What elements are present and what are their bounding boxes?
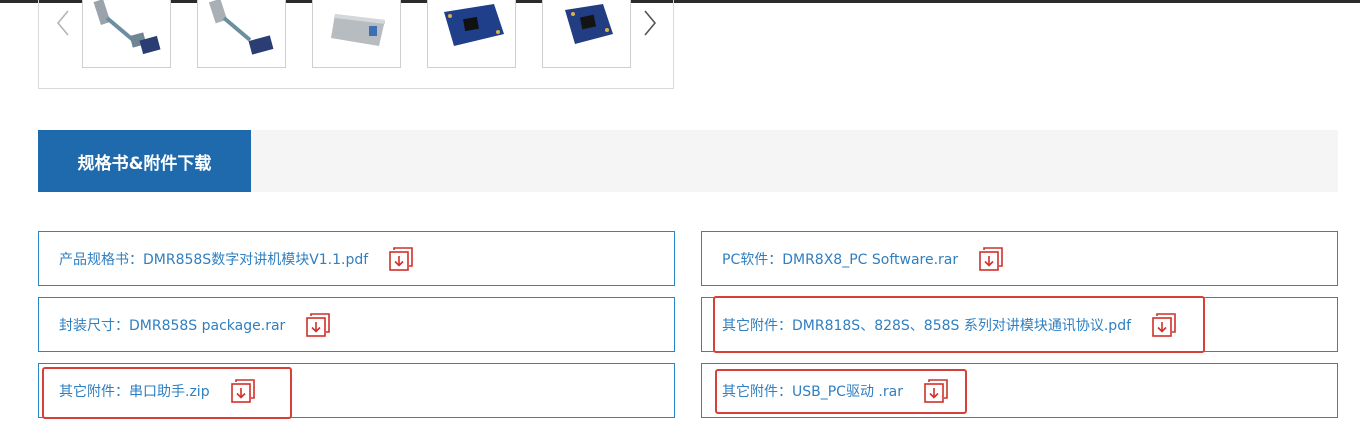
download-link-label: PC软件：DMR8X8_PC Software.rar	[722, 251, 959, 268]
download-link-label: 其它附件：串口助手.zip	[59, 383, 210, 400]
download-link-label: 其它附件：USB_PC驱动 .rar	[722, 383, 903, 400]
download-link[interactable]: PC软件：DMR8X8_PC Software.rar	[701, 231, 1338, 286]
gallery-thumbnail[interactable]	[197, 0, 286, 68]
spec-section-header: 规格书&附件下载	[38, 130, 1338, 192]
product-gallery	[38, 0, 674, 89]
download-link-label: 产品规格书：DMR858S数字对讲机模块V1.1.pdf	[59, 251, 369, 268]
download-link[interactable]: 产品规格书：DMR858S数字对讲机模块V1.1.pdf	[38, 231, 675, 286]
top-border	[0, 0, 1360, 3]
download-icon[interactable]	[305, 312, 331, 338]
gallery-thumbnail[interactable]	[312, 0, 401, 68]
chevron-left-icon[interactable]	[55, 9, 71, 37]
gallery-thumbnail[interactable]	[542, 0, 631, 68]
chevron-right-icon[interactable]	[642, 9, 658, 37]
download-link-label: 封装尺寸：DMR858S package.rar	[59, 317, 286, 334]
download-icon[interactable]	[978, 246, 1004, 272]
gallery-thumbnail[interactable]	[427, 0, 516, 68]
download-link[interactable]: 其它附件：DMR818S、828S、858S 系列对讲模块通讯协议.pdf	[701, 297, 1338, 352]
download-icon[interactable]	[1151, 312, 1177, 338]
download-link[interactable]: 其它附件：USB_PC驱动 .rar	[701, 363, 1338, 418]
download-icon[interactable]	[388, 246, 414, 272]
spec-download-tab[interactable]: 规格书&附件下载	[38, 130, 251, 192]
download-link[interactable]: 封装尺寸：DMR858S package.rar	[38, 297, 675, 352]
gallery-thumbnail[interactable]	[82, 0, 171, 68]
download-link-label: 其它附件：DMR818S、828S、858S 系列对讲模块通讯协议.pdf	[722, 317, 1132, 334]
download-icon[interactable]	[230, 378, 256, 404]
download-link[interactable]: 其它附件：串口助手.zip	[38, 363, 675, 418]
spec-download-tab-label: 规格书&附件下载	[77, 153, 212, 174]
download-icon[interactable]	[923, 378, 949, 404]
